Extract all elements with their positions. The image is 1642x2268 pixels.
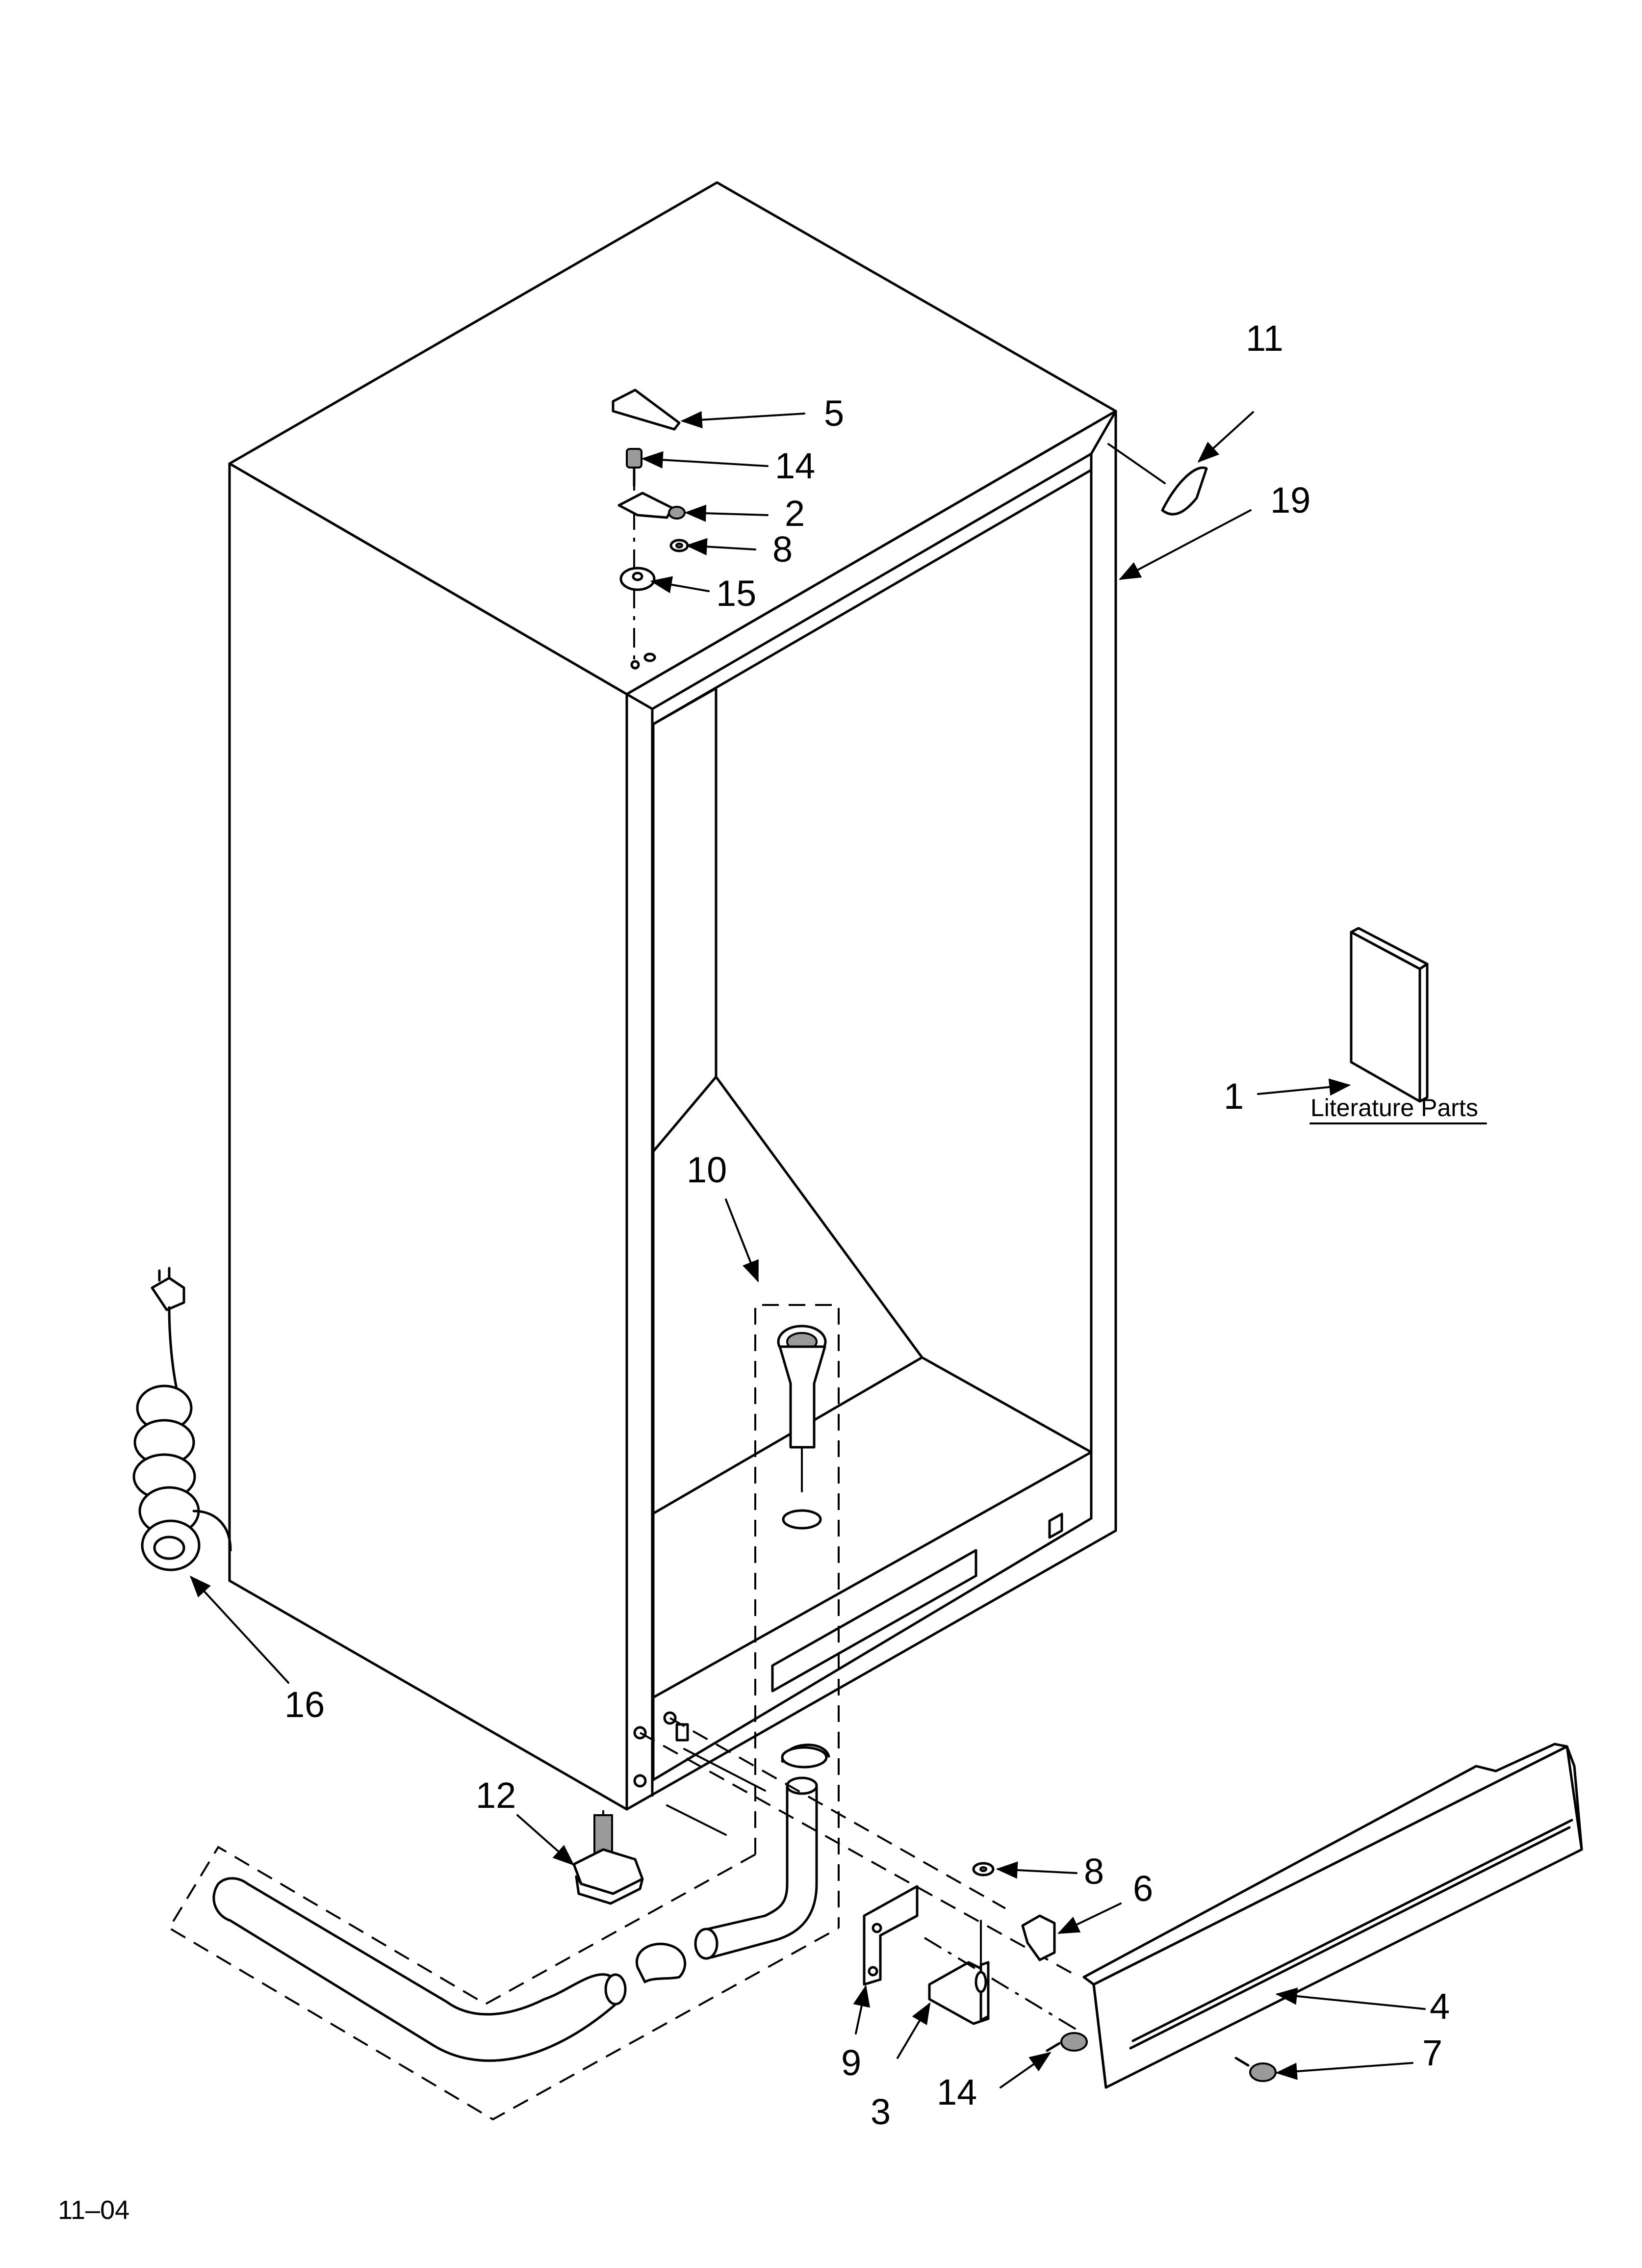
literature-caption: Literature Parts: [1310, 1094, 1478, 1121]
callout-11: 11: [1246, 318, 1283, 359]
callout-19: 19: [1270, 480, 1310, 521]
callout-5: 5: [824, 393, 844, 434]
leader-lines: [190, 411, 1426, 2088]
toe-grille: [1082, 1743, 1583, 2089]
leveling-leg: [572, 1810, 644, 1905]
callout-3: 3: [871, 2091, 891, 2132]
callout-14-top: 14: [775, 445, 815, 486]
callout-8-bottom: 8: [1084, 1851, 1104, 1892]
callout-12: 12: [476, 1775, 516, 1816]
callout-labels: 5 14 2 8 15 11 19 1 Literature Parts 10 …: [58, 318, 1478, 2225]
drain-kit: [694, 1304, 840, 1960]
footer-code: 11–04: [58, 2195, 129, 2225]
callout-14-bottom: 14: [937, 2072, 977, 2112]
callout-1: 1: [1224, 1076, 1244, 1117]
callout-10: 10: [687, 1149, 727, 1190]
power-cord: [132, 1267, 232, 1571]
part-11-strip: [1107, 443, 1208, 516]
callout-7: 7: [1422, 2033, 1442, 2073]
callout-8-top: 8: [772, 529, 793, 570]
brackets: [640, 1717, 1277, 2082]
callout-9: 9: [841, 2042, 861, 2083]
hinge-assembly: [612, 389, 689, 660]
literature-booklet: [1309, 927, 1487, 1124]
callout-2: 2: [785, 493, 805, 534]
callout-15: 15: [716, 573, 756, 614]
callout-4: 4: [1430, 1986, 1450, 2027]
callout-6: 6: [1133, 1868, 1153, 1909]
drain-hose: [168, 1846, 839, 2121]
cabinet: [228, 181, 1117, 1811]
callout-16: 16: [284, 1684, 325, 1725]
